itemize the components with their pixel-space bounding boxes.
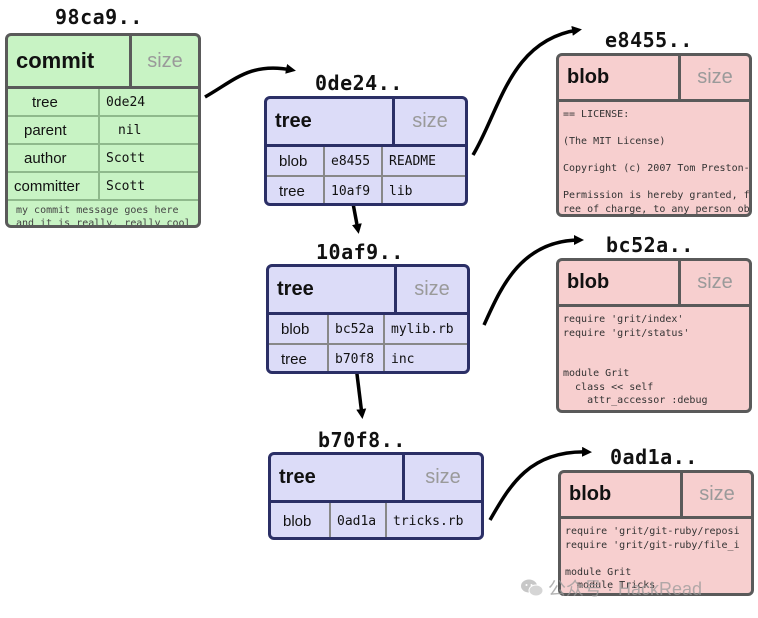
commit-key-parent: parent bbox=[24, 121, 67, 139]
blob-header: blob size bbox=[559, 261, 749, 307]
blob-size-label: size bbox=[678, 56, 749, 99]
tree-entry: blob 0ad1a tricks.rb bbox=[271, 503, 481, 537]
tree-entry-name: inc bbox=[383, 345, 467, 371]
blob-0ad1a-hash: 0ad1a.. bbox=[610, 445, 698, 469]
blob-kind-label: blob bbox=[567, 271, 610, 293]
tree-entry: blob e8455 README bbox=[267, 147, 465, 177]
tree-entry-sha: e8455 bbox=[323, 147, 381, 175]
commit-object: commit size tree 0de24 parent nil author… bbox=[5, 33, 201, 228]
commit-value-author: Scott bbox=[98, 145, 198, 171]
tree-entry: blob bc52a mylib.rb bbox=[269, 315, 467, 345]
tree-entry-type: tree bbox=[279, 182, 305, 200]
tree-entry-type: blob bbox=[281, 320, 310, 338]
tree-entry-name: lib bbox=[381, 177, 465, 203]
tree-entry-name: tricks.rb bbox=[385, 503, 481, 537]
blob-object-e8455: blob size == LICENSE: (The MIT License) … bbox=[556, 53, 752, 217]
arrow-tree2-to-blob2 bbox=[482, 235, 584, 326]
arrow-tree1-to-blob1 bbox=[471, 25, 582, 156]
tree-b70f8-hash: b70f8.. bbox=[318, 428, 406, 452]
tree-header: tree size bbox=[269, 267, 467, 315]
blob-header: blob size bbox=[559, 56, 749, 102]
commit-key-committer: committer bbox=[14, 177, 80, 195]
commit-message: my commit message goes here and it is re… bbox=[16, 205, 191, 228]
commit-kind-label: commit bbox=[16, 48, 95, 73]
watermark-text: 公众号 · HackRead bbox=[548, 579, 703, 599]
blob-size-label: size bbox=[680, 473, 751, 516]
tree-entry-name: README bbox=[381, 147, 465, 175]
tree-kind-label: tree bbox=[277, 278, 314, 300]
tree-header: tree size bbox=[267, 99, 465, 147]
commit-value-committer: Scott bbox=[98, 173, 198, 199]
commit-value-parent: nil bbox=[98, 117, 198, 143]
commit-key-tree: tree bbox=[32, 93, 58, 111]
arrow-commit-to-tree bbox=[204, 63, 296, 99]
commit-row-parent: parent nil bbox=[8, 117, 198, 145]
commit-row-author: author Scott bbox=[8, 145, 198, 173]
arrow-tree2-to-tree3 bbox=[354, 365, 367, 419]
blob-bc52a-hash: bc52a.. bbox=[606, 233, 694, 257]
tree-object-b70f8: tree size blob 0ad1a tricks.rb bbox=[268, 452, 484, 540]
commit-row-tree: tree 0de24 bbox=[8, 89, 198, 117]
blob-content: == LICENSE: (The MIT License) Copyright … bbox=[563, 109, 749, 215]
tree-0de24-hash: 0de24.. bbox=[315, 71, 403, 95]
commit-row-committer: committer Scott bbox=[8, 173, 198, 201]
tree-entry-type: blob bbox=[283, 513, 312, 530]
blob-size-label: size bbox=[678, 261, 749, 304]
blob-object-0ad1a: blob size require 'grit/git-ruby/reposi … bbox=[558, 470, 754, 596]
tree-header: tree size bbox=[271, 455, 481, 503]
tree-entry-sha: b70f8 bbox=[327, 345, 383, 371]
commit-header: commit size bbox=[8, 36, 198, 89]
tree-object-0de24: tree size blob e8455 README tree 10af9 l… bbox=[264, 96, 468, 206]
blob-kind-label: blob bbox=[567, 66, 610, 88]
tree-entry-sha: 10af9 bbox=[323, 177, 381, 203]
tree-kind-label: tree bbox=[279, 466, 316, 488]
blob-header: blob size bbox=[561, 473, 751, 519]
tree-kind-label: tree bbox=[275, 110, 312, 132]
arrow-tree3-to-blob3 bbox=[488, 446, 592, 521]
tree-entry: tree 10af9 lib bbox=[267, 177, 465, 203]
tree-object-10af9: tree size blob bc52a mylib.rb tree b70f8… bbox=[266, 264, 470, 374]
tree-size-label: size bbox=[392, 99, 465, 144]
commit-value-tree: 0de24 bbox=[98, 89, 198, 115]
tree-entry-sha: bc52a bbox=[327, 315, 383, 343]
tree-entry: tree b70f8 inc bbox=[269, 345, 467, 371]
tree-size-label: size bbox=[394, 267, 467, 312]
blob-object-bc52a: blob size require 'grit/index' require '… bbox=[556, 258, 752, 413]
tree-10af9-hash: 10af9.. bbox=[316, 240, 404, 264]
blob-content: require 'grit/index' require 'grit/statu… bbox=[563, 314, 708, 406]
watermark: 公众号 · HackRead bbox=[520, 575, 702, 601]
tree-entry-name: mylib.rb bbox=[383, 315, 467, 343]
blob-kind-label: blob bbox=[569, 483, 612, 505]
wechat-icon bbox=[521, 579, 544, 597]
tree-entry-type: tree bbox=[281, 350, 307, 368]
tree-entry-sha: 0ad1a bbox=[329, 503, 385, 537]
blob-e8455-hash: e8455.. bbox=[605, 28, 693, 52]
commit-size-label: size bbox=[129, 36, 198, 86]
tree-size-label: size bbox=[402, 455, 481, 500]
commit-hash: 98ca9.. bbox=[55, 5, 143, 29]
commit-key-author: author bbox=[24, 149, 67, 167]
tree-entry-type: blob bbox=[279, 152, 308, 170]
blob-content: require 'grit/git-ruby/reposi require 'g… bbox=[565, 526, 740, 591]
